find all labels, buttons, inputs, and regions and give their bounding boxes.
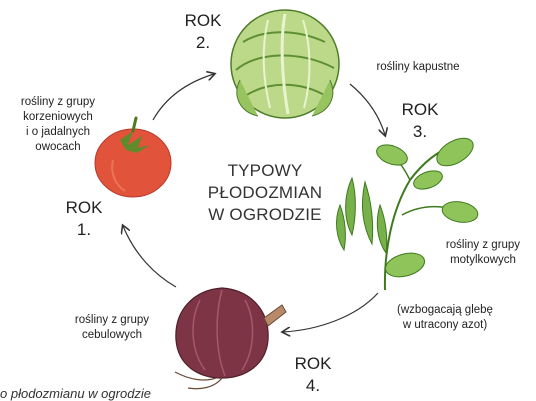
arrow-year4-to-year1 (123, 226, 176, 287)
label-onion-group: rośliny z grupy cebulowych (60, 313, 164, 343)
caption-text: o płodozmianu w ogrodzie (0, 386, 240, 401)
arrow-year2-to-year3 (350, 84, 385, 135)
onion-icon (175, 288, 286, 389)
year-4-label: ROK 4. (293, 353, 333, 397)
year-2-label: ROK 2. (183, 10, 223, 54)
center-title: TYPOWY PŁODOZMIAN W OGRODZIE (185, 160, 345, 226)
year-3-label: ROK 3. (400, 99, 440, 143)
cabbage-icon (231, 10, 339, 118)
label-legume-note: (wzbogacają glebę w utracony azot) (380, 303, 510, 333)
year-1-label: ROK 1. (64, 197, 104, 241)
label-legume-group: rośliny z grupy motylkowych (430, 238, 536, 268)
label-root-fruit-group: rośliny z grupy korzeniowych i o jadalny… (2, 95, 114, 155)
arrow-year3-to-year4 (283, 293, 378, 332)
label-cabbage-group: rośliny kapustne (358, 60, 478, 75)
arrow-year1-to-year2 (153, 74, 214, 120)
